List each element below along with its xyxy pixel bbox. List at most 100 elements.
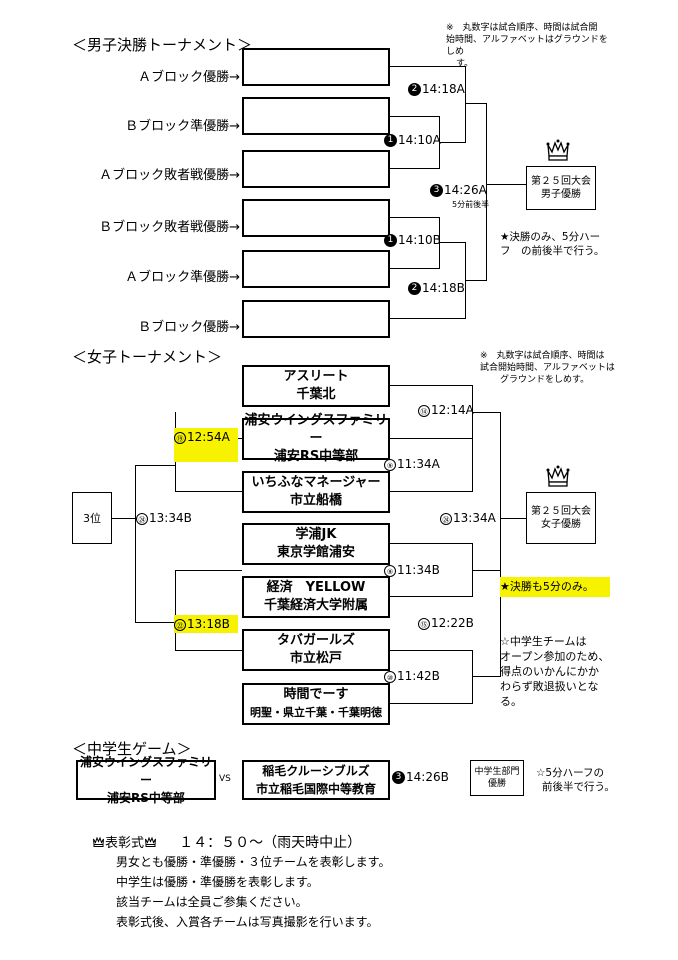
team-name: 時間でーす — [283, 687, 349, 702]
match-order-badge: 2 — [408, 282, 421, 295]
boys-title: ＜男子決勝トーナメント＞ — [72, 36, 253, 54]
boys-team-label: Ａブロック敗者戦優勝→ — [99, 168, 240, 183]
girls-team-box: タバガールズ市立松戸 — [242, 629, 390, 671]
team-name: 経済 YELLOW — [266, 580, 366, 595]
match-order-badge: 1 — [384, 234, 397, 247]
note-line: る。 — [500, 695, 522, 708]
team-name: 浦安ウイングスファミリー — [79, 755, 212, 787]
crown-icon — [546, 465, 570, 487]
jh-champion-box: 中学生部門 優勝 — [470, 760, 524, 796]
girls-team-box: 時間でーす明聖・県立千葉・千葉明徳 — [242, 683, 390, 725]
team-name: いちふなマネージャー — [251, 475, 381, 490]
team-school: 市立稲毛国際中等教育 — [255, 782, 376, 796]
team-name: タバガールズ — [276, 633, 355, 648]
team-school: 市立松戸 — [289, 651, 342, 666]
match-time: 13:18B — [187, 617, 230, 631]
note-line: ☆中学生チームは — [500, 635, 587, 648]
girls-final-note: ★決勝も5分のみ。 — [500, 577, 610, 597]
boys-note-line: す。 — [456, 59, 474, 69]
ceremony-heading: 表彰式 １４：５０～（雨天時中止） — [92, 832, 361, 852]
girls-champion-box: 第２５回大会 女子優勝 — [526, 492, 596, 544]
match-order-badge: ⑮ — [418, 617, 430, 630]
match-time: 12:14A — [431, 403, 474, 417]
match-time: 14:10B — [398, 233, 441, 247]
team-school: 東京学館浦安 — [276, 545, 355, 560]
match-order-badge: 3 — [430, 184, 443, 197]
girls-note: ※ 丸数字は試合順序、時間は 試合開始時間、アルファベットは グラウンドをしめす… — [480, 350, 630, 386]
match-order-badge: 3 — [392, 771, 405, 784]
girls-team-box: 経済 YELLOW 千葉経済大学附属 — [242, 576, 390, 618]
note-line: 前後半で行う。 — [542, 781, 615, 793]
boys-final-note: ★決勝のみ、5分ハー フ の前後半で行う。 — [500, 230, 604, 258]
girls-team-box: いちふなマネージャー市立船橋 — [242, 471, 390, 513]
team-school: 浦安RS中等部 — [273, 449, 359, 464]
crown-icon — [93, 836, 104, 847]
boys-note: ※ 丸数字は試合順序、時間は試合開 始時間、アルファベットはグラウンドをしめ す… — [446, 22, 616, 70]
boys-team-label: Ａブロック準優勝→ — [125, 270, 240, 285]
match-time: 14:10A — [398, 133, 441, 147]
match-order-badge: 2 — [408, 83, 421, 96]
match-time: 11:34B — [397, 563, 440, 577]
girls-title: ＜女子トーナメント＞ — [72, 348, 223, 366]
match-time: 13:34A — [453, 511, 496, 525]
boys-note-line: ※ 丸数字は試合順序、時間は試合開 — [446, 23, 598, 33]
match-order-badge: ⑨ — [384, 458, 396, 471]
ceremony-line: 男女とも優勝・準優勝・３位チームを表彰します。 — [116, 855, 391, 869]
match-time: 13:34B — [149, 511, 192, 525]
ceremony-line: 中学生は優勝・準優勝を表彰します。 — [116, 875, 319, 889]
note-line: ☆5分ハーフの — [536, 767, 604, 779]
team-school: 浦安RS中等部 — [107, 791, 185, 805]
boys-champion-box: 第２５回大会 男子優勝 — [526, 166, 596, 210]
jh-team-box: 稲毛クルーシブルズ市立稲毛国際中等教育 — [242, 760, 390, 800]
match-time: 14:18A — [422, 82, 465, 96]
boys-team-label: Ｂブロック敗者戦優勝→ — [99, 220, 240, 235]
crown-icon — [546, 139, 570, 161]
jh-team-box: 浦安ウイングスファミリー浦安RS中等部 — [76, 755, 216, 805]
match-order-badge: ⑩ — [384, 670, 396, 683]
team-name: アスリート — [283, 369, 349, 384]
match-time: 12:22B — [431, 616, 474, 630]
jh-title: ＜中学生ゲーム＞ — [72, 740, 192, 758]
match-time: 14:26A — [444, 183, 487, 197]
ceremony-line: 該当チームは全員ご参集ください。 — [116, 895, 308, 909]
boys-team-slot — [242, 48, 390, 86]
team-school: 市立船橋 — [289, 493, 342, 508]
girls-note-line: ※ 丸数字は試合順序、時間は — [480, 351, 605, 361]
team-name: 浦安ウイングスファミリー — [244, 413, 388, 446]
team-school: 千葉経済大学附属 — [263, 598, 368, 613]
team-name: 学浦JK — [295, 527, 337, 542]
match-time: 14:18B — [422, 281, 465, 295]
champion-line: 優勝 — [487, 779, 506, 789]
boys-team-slot — [242, 97, 390, 135]
third-place-box: 3位 — [72, 492, 112, 544]
note-line: フ の前後半で行う。 — [500, 245, 605, 257]
match-order-badge: ⑭ — [418, 404, 430, 417]
champion-line: 女子優勝 — [541, 519, 581, 530]
champion-line: 第２５回大会 — [531, 506, 591, 517]
match-order-badge: ㉒ — [174, 618, 186, 631]
girls-note-line: 試合開始時間、アルファベットは — [480, 363, 615, 373]
match-order-badge: ㉔ — [136, 512, 148, 525]
crown-icon — [145, 836, 157, 847]
match-order-badge: ⑨ — [384, 564, 396, 577]
girls-team-box: アスリート千葉北 — [242, 365, 390, 407]
match-order-badge: ㉔ — [440, 512, 452, 525]
girls-jh-note: ☆中学生チームは オープン参加のため、 得点のいかんにかか わらず敗退扱いとな … — [500, 634, 609, 709]
champion-line: 第２５回大会 — [531, 176, 591, 187]
note-line: ★決勝のみ、5分ハー — [500, 231, 601, 243]
boys-team-slot — [242, 250, 390, 288]
boys-final-sub: 5分前後半 — [452, 200, 490, 209]
boys-team-label: Ｂブロック準優勝→ — [125, 119, 240, 134]
ceremony-title: 表彰式 — [105, 836, 145, 851]
boys-team-label: Ａブロック優勝→ — [138, 70, 240, 85]
girls-note-line: グラウンドをしめす。 — [500, 375, 590, 385]
